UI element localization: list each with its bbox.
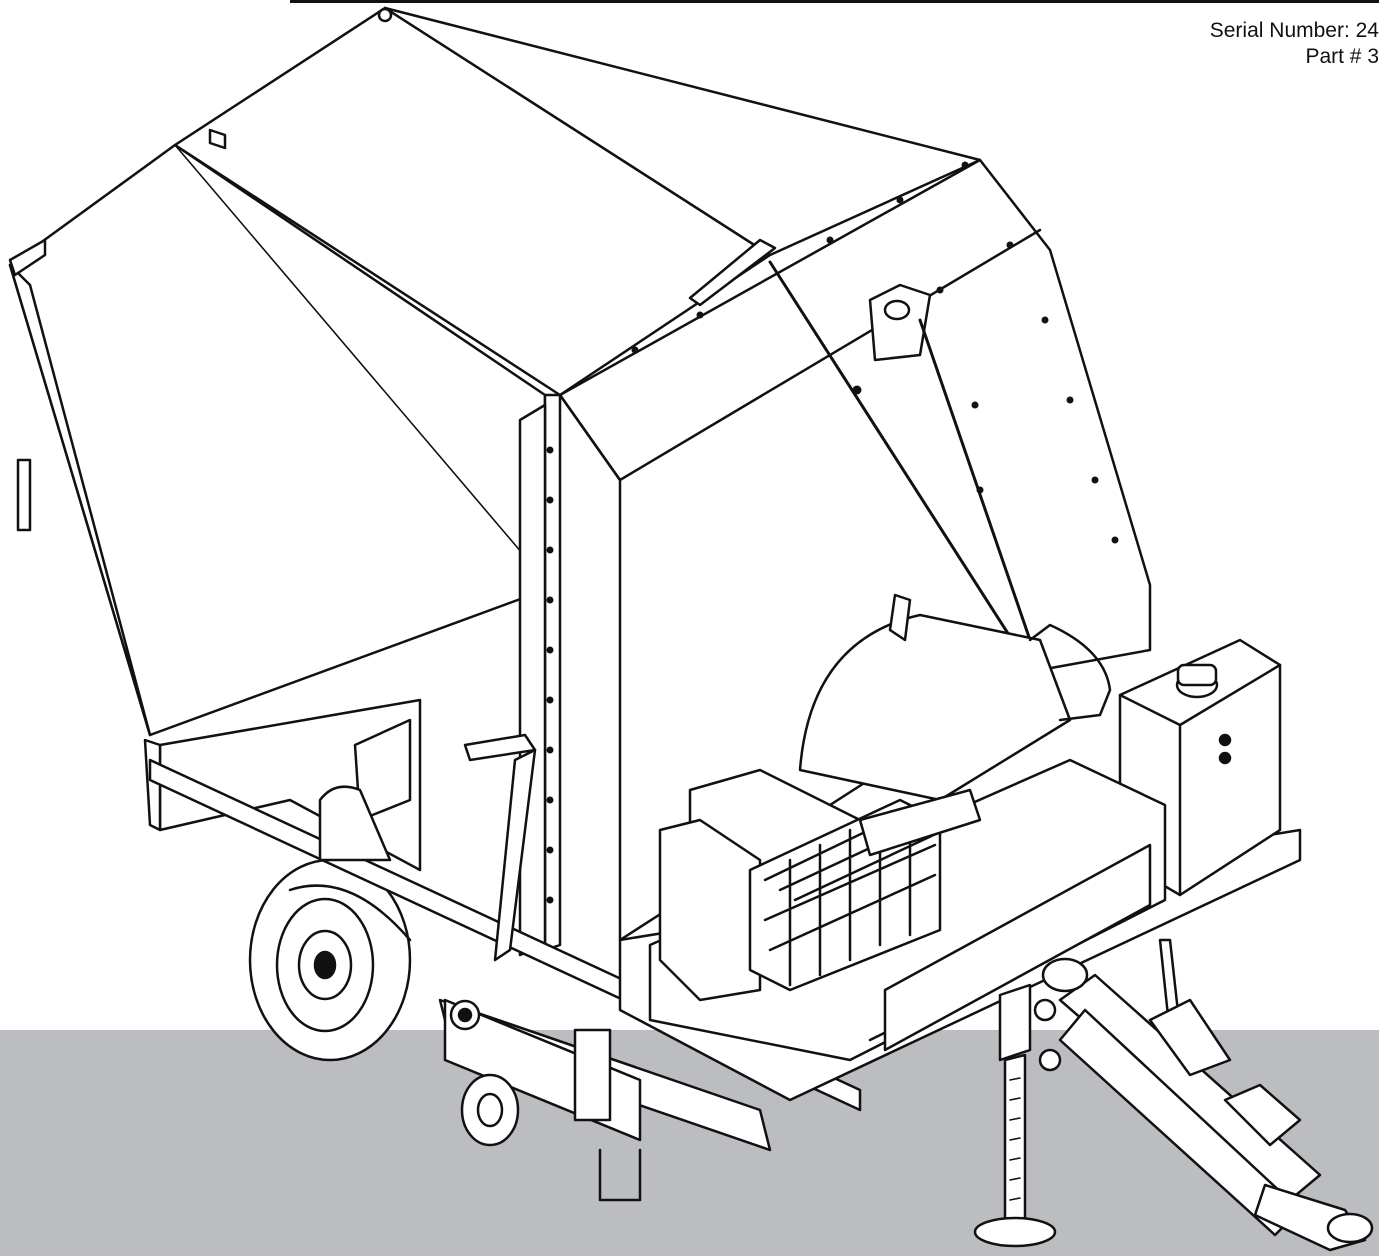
- blower-housing: [800, 595, 1110, 800]
- engine: [660, 770, 980, 1000]
- rear-suspension: [445, 1000, 640, 1145]
- rear-wheel: [250, 860, 410, 1060]
- serial-number-label: Serial Number: 24: [1209, 19, 1379, 42]
- interior-components: [320, 720, 535, 960]
- jack-stand: [975, 985, 1055, 1246]
- hopper-rear-lid: [10, 145, 545, 735]
- document-meta: Serial Number: 24 Part # 3: [1210, 18, 1379, 70]
- hopper-top-panel: [175, 8, 980, 395]
- part-number-label: Part # 3: [1305, 45, 1379, 68]
- rivets: [546, 161, 1119, 904]
- drawbar: [1035, 940, 1372, 1250]
- header-rule: [290, 0, 1379, 3]
